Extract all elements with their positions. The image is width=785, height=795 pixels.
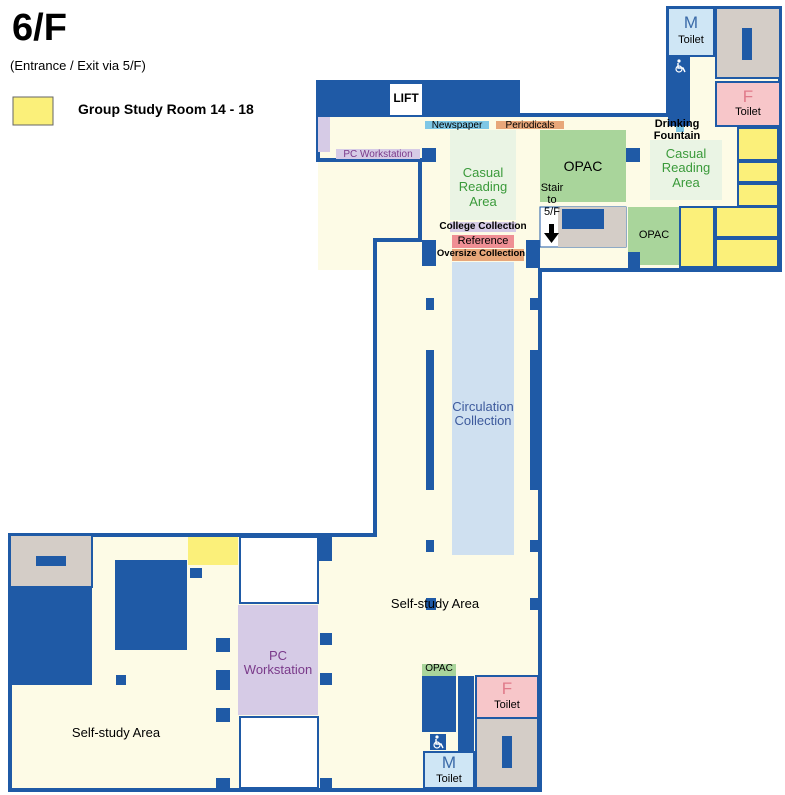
- down-arrow-icon: [544, 224, 559, 243]
- toilet-m-bottom-letter: M: [441, 753, 457, 772]
- pc-workstation-top-label: PC Workstation: [343, 149, 413, 160]
- opac-main-label: OPAC: [563, 158, 603, 174]
- circulation-collection-label: Circulation Collection: [452, 399, 514, 429]
- newspaper-label: Newspaper: [431, 120, 483, 131]
- pc-workstation-bottom: [238, 605, 318, 715]
- opac-bottom-label-bg: [422, 664, 456, 676]
- toilet-m-top-letter: M: [683, 13, 699, 32]
- legend-swatch: [12, 96, 54, 126]
- newspaper-bar: [425, 121, 489, 129]
- group-study-rooms: [679, 127, 779, 268]
- casual-reading-2: [650, 140, 722, 200]
- toilet-m-bottom-label: Toilet: [436, 773, 462, 785]
- opac-small-label: OPAC: [638, 229, 670, 241]
- opac-bottom-block: [422, 676, 456, 732]
- floor-title: 6/F: [12, 7, 67, 49]
- floor-subtitle: (Entrance / Exit via 5/F): [10, 58, 146, 73]
- lift-box: [390, 84, 422, 115]
- self-study-center-label: Self-study Area: [390, 596, 480, 611]
- toilet-m-bottom: [423, 751, 475, 789]
- opac-bottom-label: OPAC: [425, 663, 453, 674]
- lower-left-block-a: [10, 587, 92, 685]
- circulation-collection: [452, 262, 514, 555]
- lift-shaft-left: [318, 117, 330, 152]
- drinking-fountain-label: Drinking Fountain: [653, 118, 701, 143]
- college-collection-label: College Collection: [439, 221, 527, 232]
- stair-block-bottom-dark: [502, 736, 512, 768]
- stair-block-bottom: [475, 717, 539, 789]
- toilet-f-top-letter: F: [742, 87, 754, 106]
- periodicals-label: Periodicals: [505, 120, 555, 131]
- legend-label: Group Study Room 14 - 18: [78, 101, 254, 117]
- stair-label: Stair to 5/F: [540, 182, 564, 219]
- lift-label: LIFT: [393, 91, 419, 105]
- lower-left-stair-dark: [36, 556, 66, 566]
- oversize-collection-label: Oversize Collection: [436, 248, 526, 259]
- outer-walls: [8, 6, 782, 792]
- stair-block-top-dark: [742, 28, 752, 60]
- pillars: [318, 148, 640, 685]
- reference-bar: [452, 235, 514, 248]
- wheelchair-wall-bottom: [458, 676, 474, 752]
- stair-dark: [562, 209, 604, 229]
- college-collection-bar: [450, 222, 516, 232]
- toilet-f-bottom: [475, 675, 539, 719]
- toilet-f-top-label: Toilet: [735, 106, 761, 118]
- opac-main: [540, 130, 626, 202]
- pc-strip-top: [336, 149, 420, 159]
- toilet-f-top: [715, 81, 781, 127]
- lower-study-room: [188, 537, 238, 565]
- wheelchair-icon: [430, 734, 446, 750]
- self-study-left: [12, 686, 214, 788]
- periodicals-bar: [496, 121, 564, 129]
- oversize-bar: [452, 249, 524, 261]
- casual-reading-1: [450, 130, 516, 220]
- toilet-f-bottom-label: Toilet: [494, 699, 520, 711]
- casual-reading-2-label: Casual Reading Area: [661, 146, 711, 190]
- lower-left-block-b: [115, 560, 187, 650]
- toilet-m-top: [667, 7, 715, 57]
- self-study-left-label: Self-study Area: [71, 725, 161, 740]
- lower-white-room-top: [239, 536, 319, 604]
- reference-label: Reference: [457, 235, 509, 247]
- pc-workstation-bottom-label: PC Workstation: [243, 648, 313, 678]
- toilet-m-top-label: Toilet: [678, 34, 704, 46]
- fountain-marker: [676, 126, 684, 132]
- wheelchair-icon: [672, 58, 688, 74]
- casual-reading-1-label: Casual Reading Area: [458, 165, 508, 209]
- toilet-f-bottom-letter: F: [501, 679, 513, 698]
- lower-white-room-bottom: [239, 716, 319, 789]
- lower-pillars: [116, 568, 332, 790]
